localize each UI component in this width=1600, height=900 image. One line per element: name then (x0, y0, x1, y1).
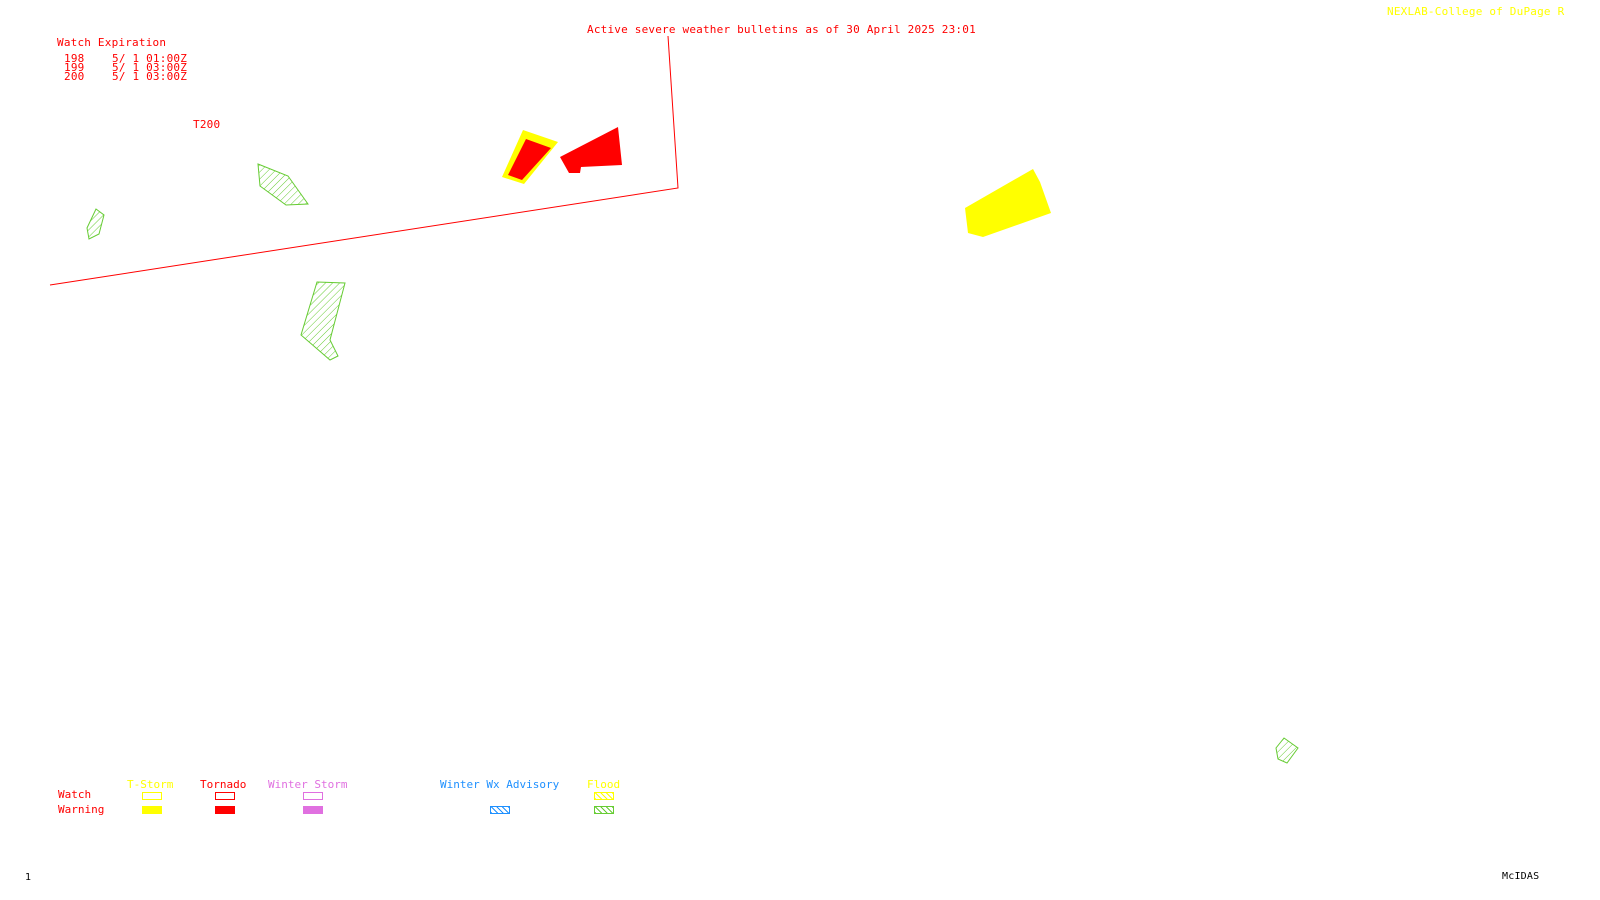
flood-warning-polygon (257, 163, 309, 206)
watch-id: 199 (64, 61, 85, 74)
legend-winter-advisory-label: Winter Wx Advisory (440, 778, 560, 791)
watch-id: 198 (64, 52, 85, 65)
frame-number: 1 (25, 872, 32, 883)
flood-warning-swatch (594, 806, 614, 814)
watch-time: 5/ 1 03:00Z (112, 70, 188, 83)
credit-label: NEXLAB-College of DuPage R (1387, 5, 1565, 18)
legend-tornado-label: Tornado (200, 778, 247, 791)
tstorm-warning-polygon (965, 169, 1051, 237)
legend-warning-label: Warning (58, 803, 105, 816)
winter-storm-warning-swatch (303, 806, 323, 814)
flood-warning-polygon (300, 281, 346, 361)
watch-expiration-heading: Watch Expiration (57, 36, 167, 49)
legend-flood-label: Flood (587, 778, 621, 791)
tornado-warning-swatch (215, 806, 235, 814)
tornado-warning-polygon (508, 139, 551, 180)
flood-watch-swatch (594, 792, 614, 800)
flood-warning-polygon (86, 208, 105, 240)
watch-id: 200 (64, 70, 85, 83)
legend-winter-storm-label: Winter Storm (268, 778, 348, 791)
tornado-watch-outline (49, 35, 679, 286)
watch-time: 5/ 1 03:00Z (112, 61, 188, 74)
watch-label: T200 (193, 118, 221, 131)
tstorm-watch-swatch (142, 792, 162, 800)
tstorm-warning-swatch (142, 806, 162, 814)
watch-time: 5/ 1 01:00Z (112, 52, 188, 65)
flood-warning-polygon (1275, 737, 1299, 764)
legend-watch-label: Watch (58, 788, 92, 801)
bulletin-title: Active severe weather bulletins as of 30… (587, 23, 976, 36)
software-label: McIDAS (1502, 871, 1540, 882)
legend-tstorm-label: T-Storm (127, 778, 174, 791)
winter-advisory-warning-swatch (490, 806, 510, 814)
tornado-watch-swatch (215, 792, 235, 800)
tornado-warning-polygon (560, 127, 622, 173)
winter-storm-watch-swatch (303, 792, 323, 800)
